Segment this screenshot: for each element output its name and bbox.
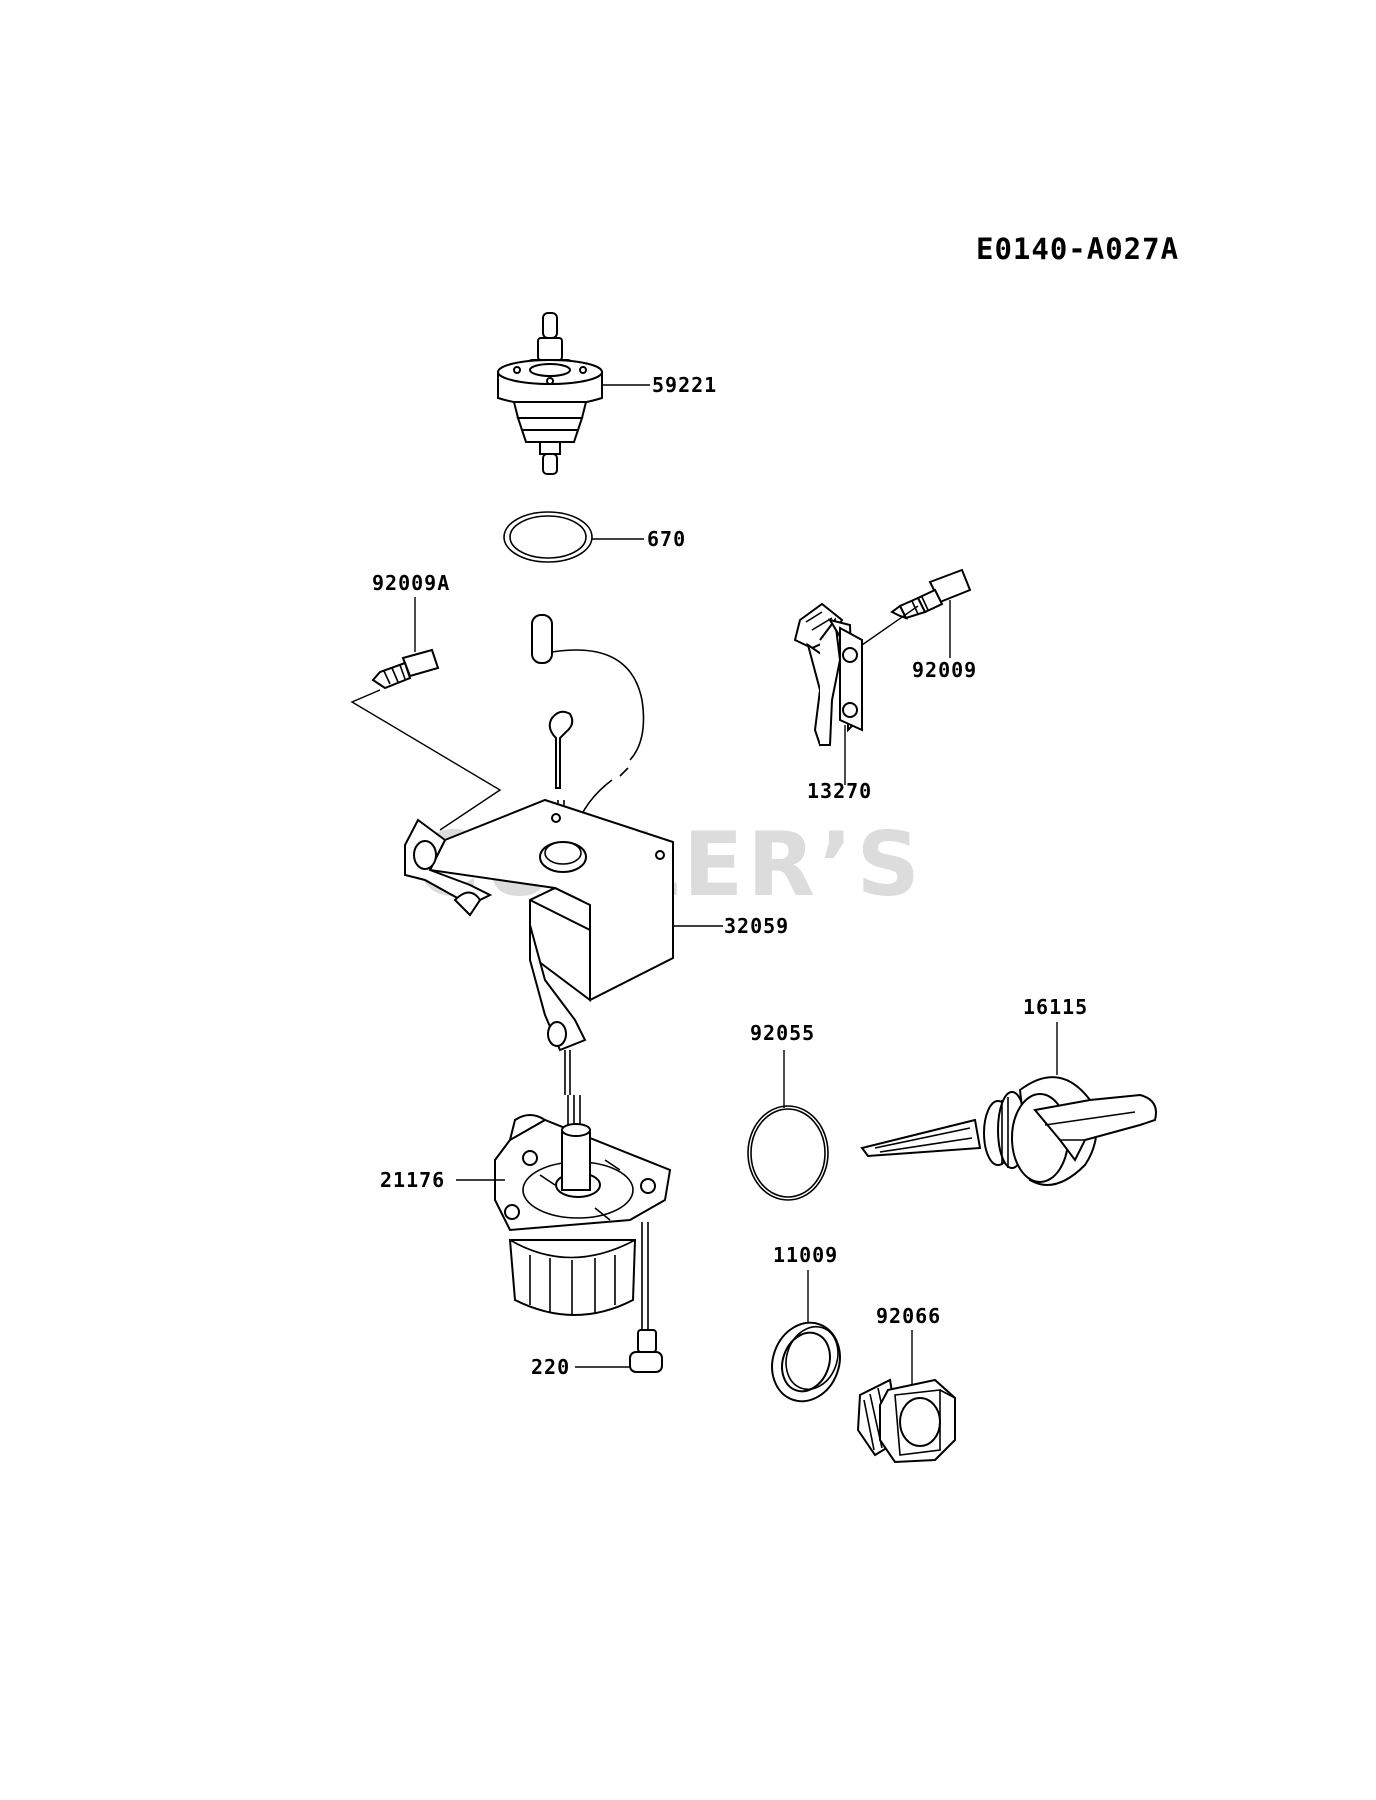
label-16115: 16115 [1023, 995, 1088, 1019]
label-92009: 92009 [912, 658, 977, 682]
part-21176-drawing [494, 1050, 672, 1330]
part-220-drawing [629, 1329, 663, 1373]
label-92009A: 92009A [372, 571, 450, 595]
label-21176: 21176 [380, 1168, 445, 1192]
label-13270: 13270 [807, 779, 872, 803]
label-92055: 92055 [750, 1021, 815, 1045]
part-59221-drawing [497, 312, 603, 475]
label-92066: 92066 [876, 1304, 941, 1328]
label-11009: 11009 [773, 1243, 838, 1267]
label-32059: 32059 [724, 914, 789, 938]
part-32059-drawing [404, 798, 674, 1052]
label-59221: 59221 [652, 373, 717, 397]
part-92055-drawing [747, 1105, 829, 1201]
part-670-drawing [503, 511, 593, 563]
label-220: 220 [531, 1355, 570, 1379]
part-11009-drawing [771, 1321, 841, 1403]
part-92066-drawing [856, 1378, 956, 1464]
leader-92009-link [861, 605, 919, 646]
part-13270-drawing [793, 602, 863, 747]
diagram-code: E0140-A027A [976, 232, 1179, 266]
part-92009A-drawing [371, 648, 440, 690]
leader-92009A-link [350, 689, 502, 831]
part-float-wire-drawing [531, 614, 645, 831]
label-670: 670 [647, 527, 686, 551]
part-16115-drawing [860, 1076, 1157, 1186]
part-92009-drawing [890, 568, 972, 620]
